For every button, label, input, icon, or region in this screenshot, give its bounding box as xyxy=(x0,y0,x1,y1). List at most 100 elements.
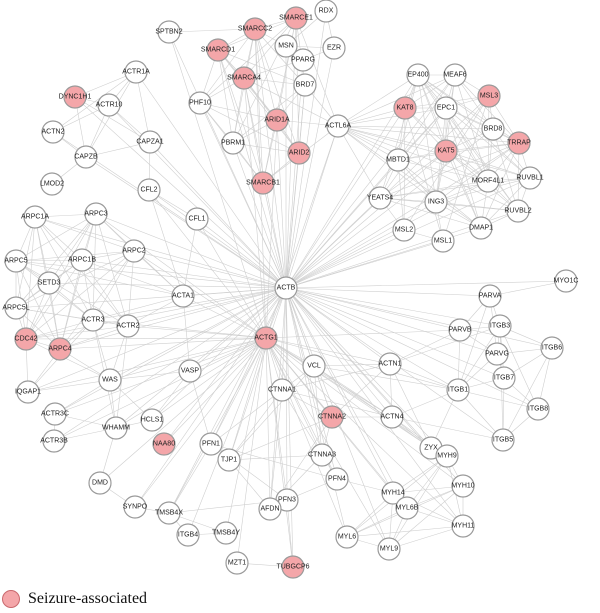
node-actr1a: ACTR1A xyxy=(122,60,150,84)
edge-smarcd1-pbrm1 xyxy=(217,49,234,144)
edge-actn4-ctnna1 xyxy=(281,389,393,418)
node-circle xyxy=(325,467,349,491)
edge-actb-itgb6 xyxy=(285,287,553,349)
node-pfn4: PFN4 xyxy=(325,467,349,491)
node-myh11: MYH11 xyxy=(451,514,475,538)
edge-actl6a-yeats4 xyxy=(337,125,381,199)
node-label: VASP xyxy=(181,368,199,375)
node-mbtd1: MBTD1 xyxy=(386,148,410,172)
edge-actb-actn1 xyxy=(285,287,391,365)
edge-actg1-hcls1 xyxy=(151,337,267,421)
node-myh10: MYH10 xyxy=(451,474,475,498)
node-was: WAS xyxy=(98,368,122,392)
node-label: EPC1 xyxy=(437,105,455,112)
node-circle xyxy=(14,327,38,351)
node-circle xyxy=(368,186,392,210)
node-circle xyxy=(40,172,64,196)
edge-smarcd1-arid2 xyxy=(217,49,300,154)
node-circle xyxy=(178,359,202,383)
node-circle xyxy=(206,38,230,62)
edge-actb-cfl1 xyxy=(196,218,287,289)
edge-actb-itgb8 xyxy=(285,287,539,410)
edge-actg1-actr3c xyxy=(54,337,267,415)
edge-actb-sptbn2 xyxy=(168,31,287,289)
edge-smarcc2-phf10 xyxy=(199,28,256,104)
node-itgb7: ITGB7 xyxy=(492,366,516,390)
edge-epc1-yeats4 xyxy=(379,107,447,199)
edge-meaf6-morf4l1 xyxy=(454,74,489,182)
node-circle xyxy=(320,405,344,429)
edge-actn4-itgb5 xyxy=(391,416,504,441)
node-circle xyxy=(88,471,112,495)
edge-actb-arid1a xyxy=(276,119,287,289)
node-circle xyxy=(540,336,564,360)
node-myl6b: MYL6B xyxy=(395,496,419,520)
node-label: SMARCE1 xyxy=(279,15,313,22)
edge-pfn1-tmsb4x xyxy=(168,443,212,514)
edge-actb-brd8 xyxy=(285,128,494,289)
node-tmsb4x: TMSB4X xyxy=(155,501,183,525)
node-label: ACTR3B xyxy=(40,438,68,445)
edge-actg1-myl9 xyxy=(265,337,390,550)
node-label: MZT1 xyxy=(228,560,246,567)
node-circle xyxy=(434,139,458,163)
node-itgb3: ITGB3 xyxy=(488,314,512,338)
node-tjp1: TJP1 xyxy=(217,448,241,472)
node-label: ARID1A xyxy=(264,117,290,124)
node-circle xyxy=(293,73,317,97)
node-circle xyxy=(393,96,417,120)
node-label: CFL2 xyxy=(140,187,157,194)
node-smarca4: SMARCA4 xyxy=(227,66,261,90)
node-myl6: MYL6 xyxy=(335,525,359,549)
node-label: ITGB1 xyxy=(448,387,468,394)
node-label: BRD8 xyxy=(484,126,503,133)
node-circle xyxy=(122,239,146,263)
node-actn1: ACTN1 xyxy=(378,352,402,376)
edge-was-vasp xyxy=(109,370,191,381)
edge-cfl1-acta1 xyxy=(182,218,198,297)
node-label: KAT8 xyxy=(397,105,414,112)
edge-ctnna2-tjp1 xyxy=(228,416,333,461)
node-circle xyxy=(476,169,500,193)
edge-msl3-msl2 xyxy=(403,95,490,231)
edge-kat5-yeats4 xyxy=(379,150,447,199)
edge-parvb-actn1 xyxy=(389,329,461,365)
node-synpo: SYNPO xyxy=(123,495,148,519)
node-actb: ACTB xyxy=(274,276,298,300)
node-pfn1: PFN1 xyxy=(199,432,223,456)
node-label: DMD xyxy=(92,480,108,487)
node-label: SETD3 xyxy=(38,280,61,287)
node-label: SMARCD1 xyxy=(201,47,235,54)
node-label: EP400 xyxy=(407,72,428,79)
node-label: ACTN4 xyxy=(381,414,404,421)
node-label: CAPZA1 xyxy=(136,139,163,146)
edge-ruvbl1-dmap1 xyxy=(480,177,531,229)
edge-actl6a-brd8 xyxy=(337,125,494,130)
node-label: MEAF6 xyxy=(443,72,466,79)
node-circle xyxy=(478,284,502,308)
edge-actg1-cfl2 xyxy=(148,189,267,339)
edge-actl6a-ep400 xyxy=(337,74,419,127)
node-circle xyxy=(243,17,267,41)
node-capza1: CAPZA1 xyxy=(136,130,164,154)
node-label: SPTBN2 xyxy=(155,29,182,36)
node-itgb1: ITGB1 xyxy=(446,378,470,402)
node-circle xyxy=(217,448,241,472)
node-circle xyxy=(63,85,87,109)
node-circle xyxy=(157,501,181,525)
edge-itgb1-actn4 xyxy=(391,389,459,418)
edge-actb-actr2 xyxy=(127,287,287,327)
edge-actb-myh9 xyxy=(285,287,448,457)
node-circle xyxy=(81,308,105,332)
edge-actb-parvb xyxy=(285,287,461,331)
edge-actb-itgb1 xyxy=(285,287,459,391)
node-epc1: EPC1 xyxy=(434,96,458,120)
node-circle xyxy=(431,229,455,253)
edge-ctnna1-pfn1 xyxy=(210,389,283,445)
edge-actr2-arpc4 xyxy=(59,325,129,350)
edge-kat5-ruvbl1 xyxy=(445,150,531,179)
node-circle xyxy=(84,202,108,226)
node-circle xyxy=(23,205,47,229)
edge-smarca4-actl6a xyxy=(243,77,339,127)
node-vasp: VASP xyxy=(178,359,202,383)
